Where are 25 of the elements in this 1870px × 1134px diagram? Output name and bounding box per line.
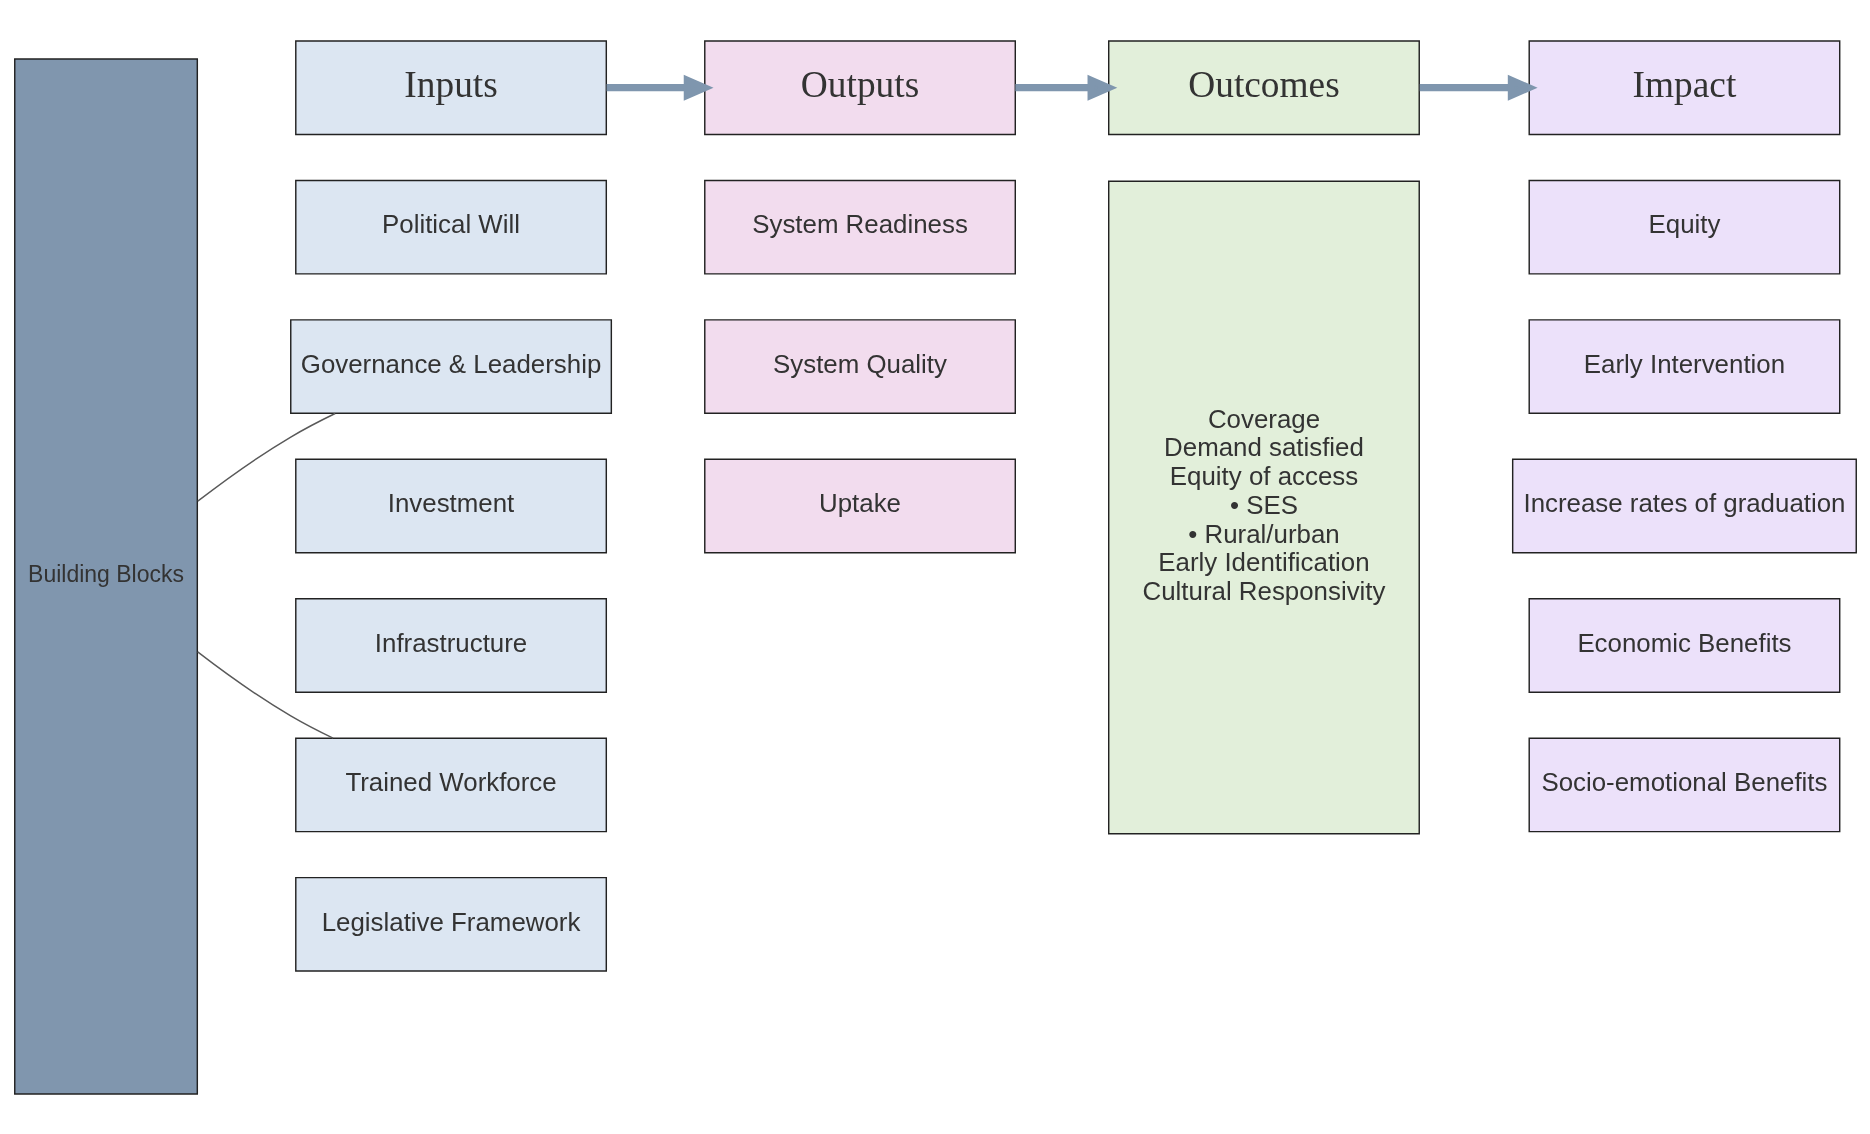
node-box: Increase rates of graduation bbox=[1511, 458, 1857, 553]
node-box: Investment bbox=[294, 458, 607, 553]
node-box: Infrastructure bbox=[294, 597, 607, 693]
node-box: Equity bbox=[1528, 179, 1840, 275]
node-box: Legislative Framework bbox=[294, 876, 607, 972]
node-box: Outputs bbox=[703, 39, 1016, 135]
node-box: Coverage Demand satisfied Equity of access • SES • Rural/urban Early Identification Cultural Responsivity bbox=[1107, 179, 1420, 835]
node-box: Building Blocks bbox=[13, 57, 198, 1095]
connector bbox=[196, 412, 336, 502]
arrow bbox=[606, 74, 714, 101]
node-box: Governance & Leadership bbox=[289, 318, 612, 414]
node-box: Trained Workforce bbox=[294, 737, 607, 832]
connector bbox=[196, 650, 334, 739]
arrow bbox=[1014, 74, 1117, 101]
node-box: Economic Benefits bbox=[1528, 597, 1840, 693]
node-box: Uptake bbox=[703, 458, 1016, 553]
node-box: Impact bbox=[1528, 39, 1840, 135]
node-box: System Quality bbox=[703, 318, 1016, 414]
node-box: System Readiness bbox=[703, 179, 1016, 275]
node-box: Socio-emotional Benefits bbox=[1528, 737, 1840, 832]
node-box: Outcomes bbox=[1107, 39, 1420, 135]
node-box: Inputs bbox=[294, 39, 607, 135]
arrow bbox=[1419, 74, 1538, 101]
node-box: Early Intervention bbox=[1528, 318, 1840, 414]
node-box: Political Will bbox=[294, 179, 607, 275]
